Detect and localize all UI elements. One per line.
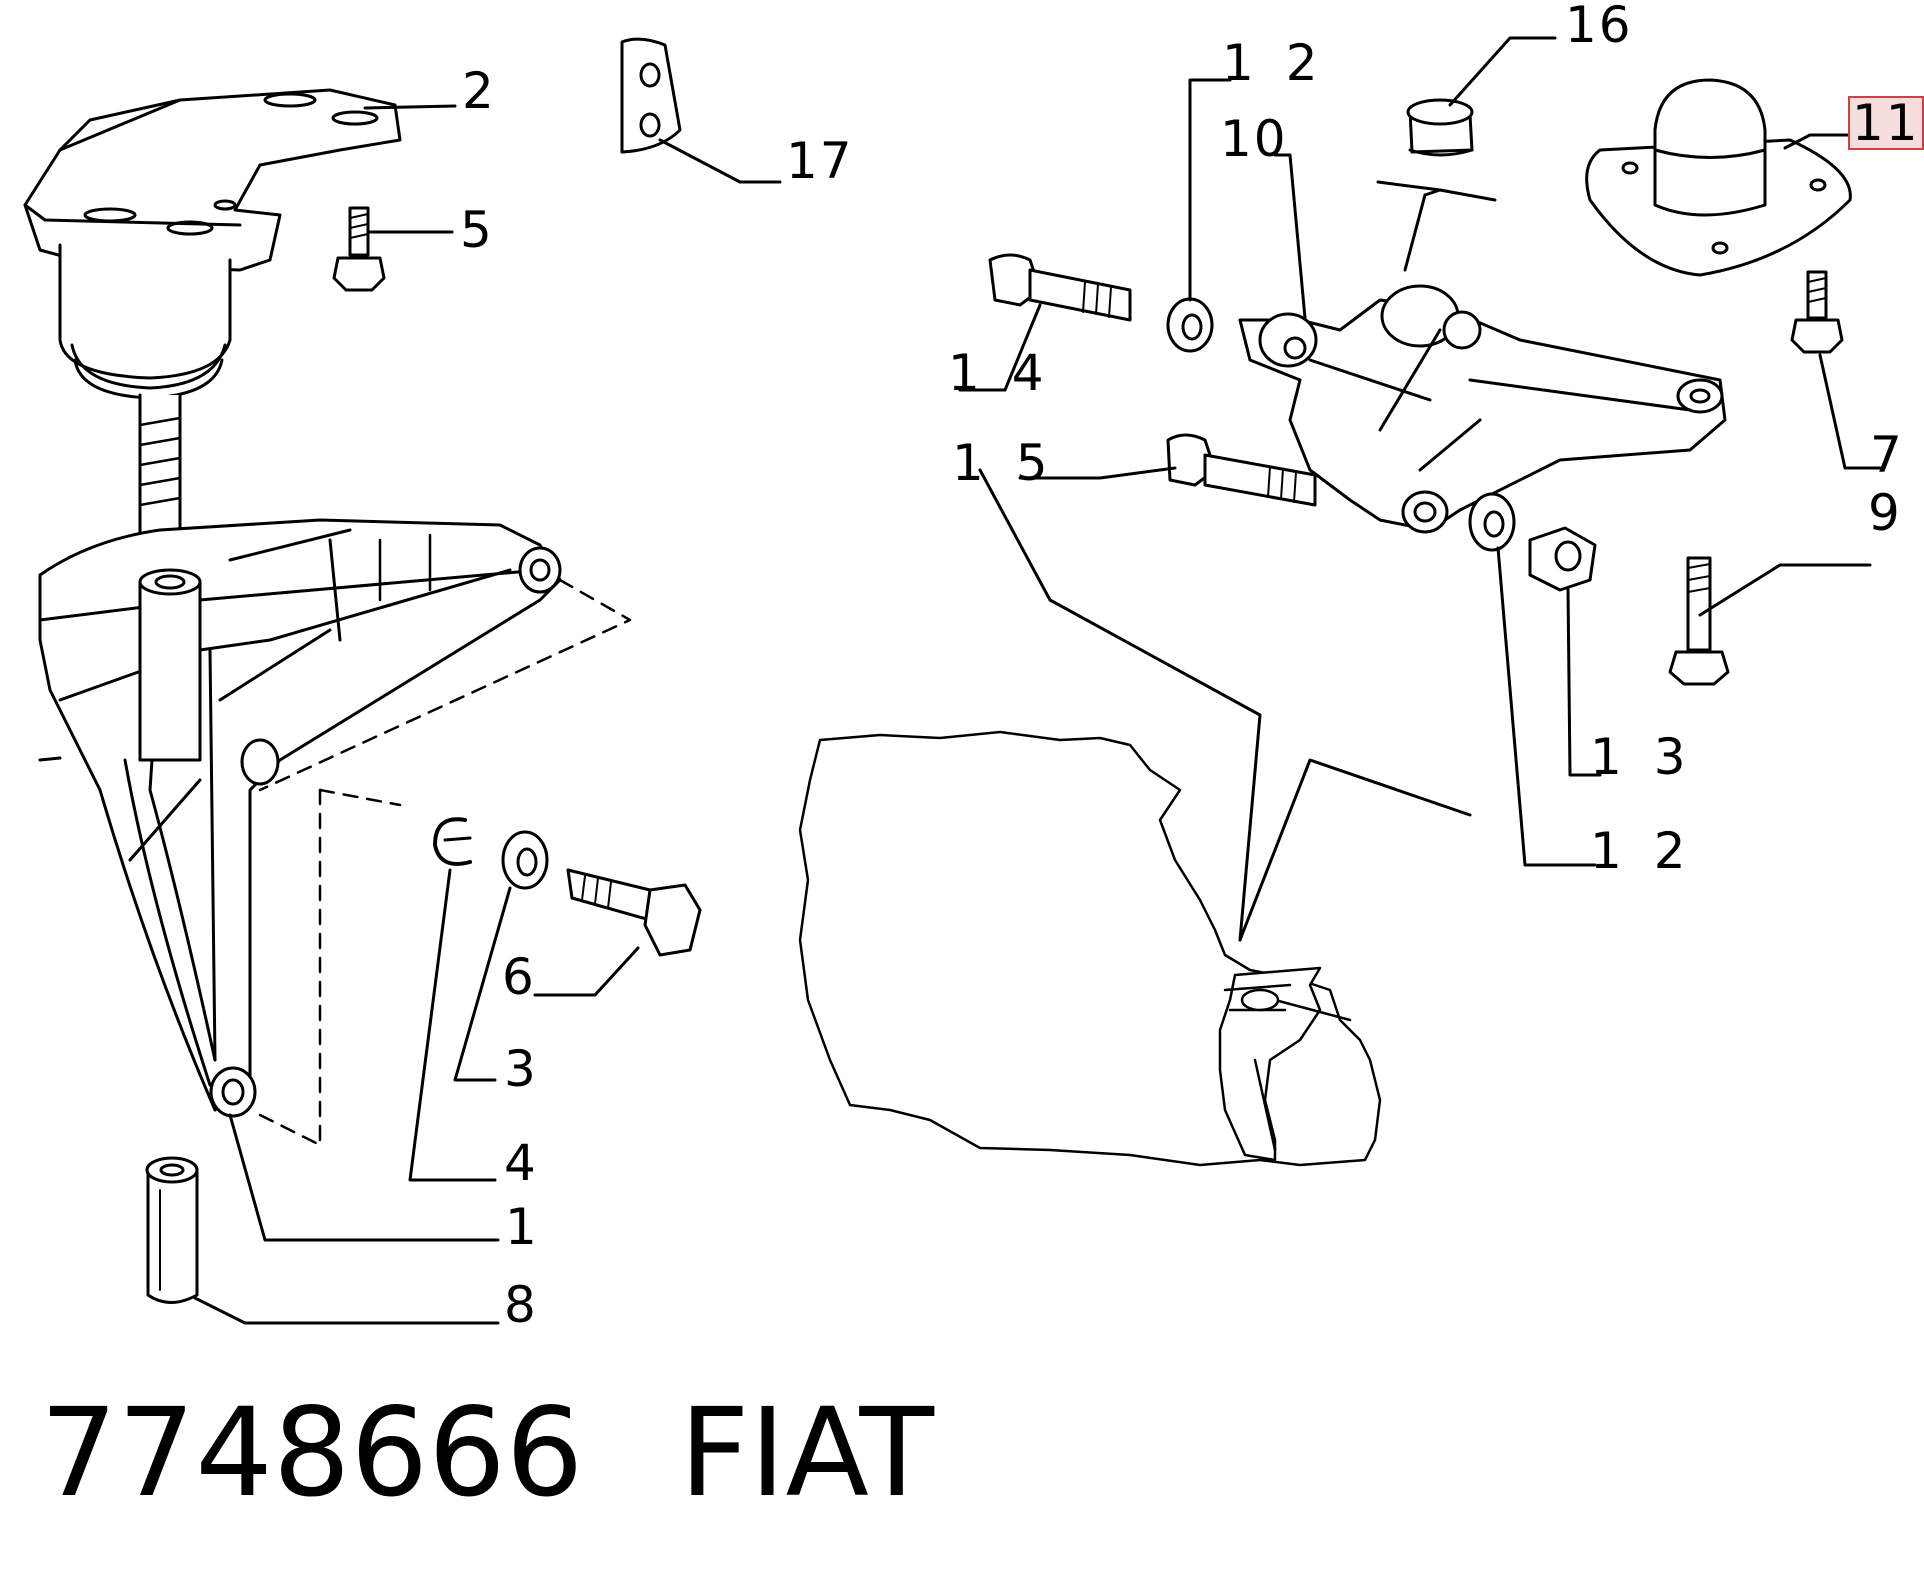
leader-lines [193,36,1882,1325]
part-5-bolt [332,206,386,292]
callout-10: 10 [1220,110,1288,168]
callout-3: 3 [504,1040,544,1098]
callout-11: 11 [1848,96,1924,150]
part-6-bolt [566,868,702,957]
callout-14: 1 4 [948,344,1052,402]
part-13-nut [1528,526,1597,592]
gearbox-overview [798,730,1382,1167]
part-9-bolt [1668,556,1730,686]
callout-1: 1 [505,1198,545,1256]
part-number: 7748666 [40,1382,584,1524]
callout-8: 8 [504,1276,544,1334]
part-11-buffer [1585,78,1852,277]
callout-7: 7 [1870,426,1910,484]
callout-12-top: 1 2 [1222,34,1326,92]
assembly-dashed-lines [258,578,632,1147]
callout-12-bottom: 1 2 [1590,822,1694,880]
part-16-bushing [1406,98,1474,157]
callout-9: 9 [1868,484,1908,542]
part-8-spacer [145,1156,199,1304]
part-10-arm-bracket [1238,284,1727,534]
callout-2: 2 [462,62,502,120]
callout-5: 5 [460,201,500,259]
callout-4: 4 [504,1134,544,1192]
callout-16: 16 [1565,0,1633,54]
explode-arrow [1376,180,1497,272]
part-7-bolt [1790,270,1844,354]
callout-6: 6 [502,948,542,1006]
part-17-plate [620,37,682,154]
part-3-washer [501,830,549,890]
overview-arrow [978,468,1472,942]
part-14-bolt [988,253,1132,322]
brand-name: FIAT [679,1382,935,1524]
part-12-washer-top [1166,297,1214,353]
callout-17: 17 [786,132,854,190]
part-15-bolt [1166,433,1317,507]
part-1-bracket [38,518,562,1118]
part-12-washer-bottom [1468,492,1516,552]
callout-13: 1 3 [1590,728,1694,786]
callout-15: 1 5 [952,434,1056,492]
part-2-engine-mount [23,88,402,537]
part-4-clip [433,817,472,866]
